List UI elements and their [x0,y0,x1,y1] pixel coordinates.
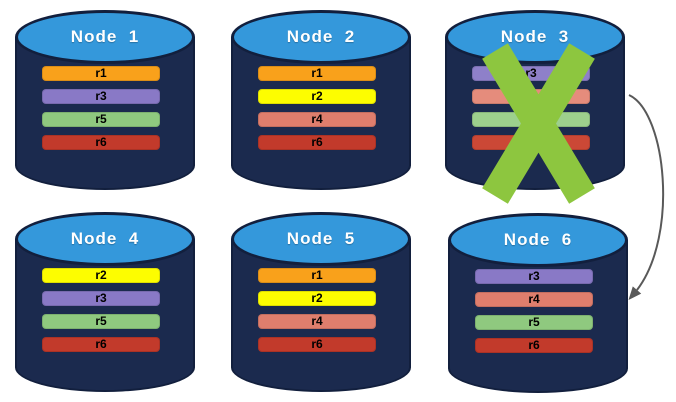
replica-row-r1: r1 [42,66,160,81]
node-2: Node 2 r1 r2 r4 r6 [231,10,411,190]
replica-row-r4: r4 [258,112,376,127]
replica-row-r1: r1 [258,66,376,81]
node-title: Node 6 [503,230,573,249]
replica-row-r6: r6 [258,337,376,352]
replica-row-r4: r4 [475,292,593,307]
cylinder-top: Node 4 [15,212,195,266]
replica-row-r5: r5 [42,112,160,127]
replica-list: r1 r2 r4 r6 [258,66,376,158]
replica-row-r5: r5 [475,315,593,330]
node-4: Node 4 r2 r3 r5 r6 [15,212,195,392]
node-title: Node 5 [286,229,356,248]
replica-row-r6: r6 [475,338,593,353]
cylinder-top: Node 5 [231,212,411,266]
node-3: Node 3 r3 [445,10,625,204]
replica-list: r3 r4 r5 r6 [475,269,593,361]
replica-row-r6: r6 [42,337,160,352]
cylinder-top: Node 1 [15,10,195,64]
cylinder-top: Node 2 [231,10,411,64]
replica-list: r2 r3 r5 r6 [42,268,160,360]
node-title: Node 1 [70,27,140,46]
replica-list: r1 r3 r5 r6 [42,66,160,158]
replica-row-r2: r2 [42,268,160,283]
node-title: Node 3 [500,27,570,46]
replica-row-r3: r3 [475,269,593,284]
node-6: Node 6 r3 r4 r5 r6 [448,213,628,393]
replica-row-r6: r6 [42,135,160,150]
node-title: Node 2 [286,27,356,46]
cylinder-top: Node 6 [448,213,628,267]
replica-list: r1 r2 r4 r6 [258,268,376,360]
cylinder-top: Node 3 [445,10,625,64]
replica-row-r2: r2 [258,89,376,104]
node-1: Node 1 r1 r3 r5 r6 [15,10,195,190]
replica-row-r5: r5 [42,314,160,329]
node-5: Node 5 r1 r2 r4 r6 [231,212,411,392]
arrowhead-icon [628,286,642,300]
replica-row-r3: r3 [42,291,160,306]
failure-cross-icon [482,43,595,204]
replica-row-r4: r4 [258,314,376,329]
replica-row-r6: r6 [258,135,376,150]
node-title: Node 4 [70,229,140,248]
replica-row-r2: r2 [258,291,376,306]
replica-row-r3: r3 [42,89,160,104]
replica-row-r1: r1 [258,268,376,283]
